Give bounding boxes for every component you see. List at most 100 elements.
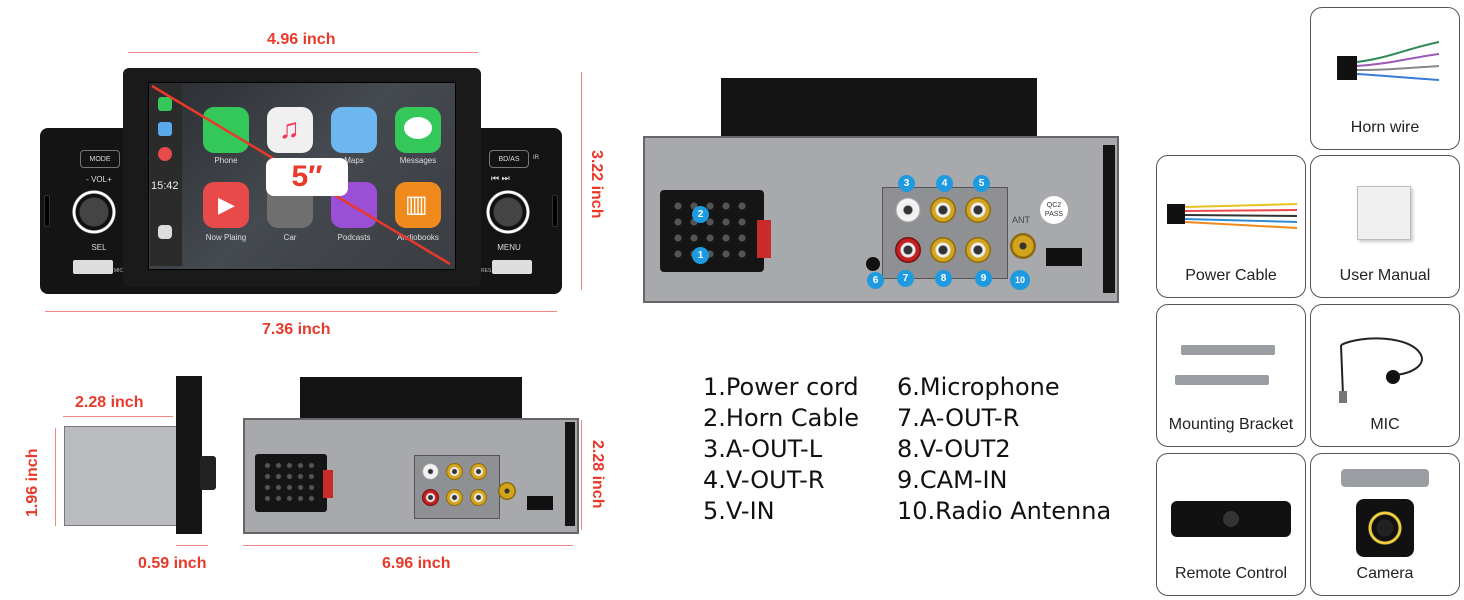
app-label-maps: Maps: [344, 156, 364, 165]
dim-unit-height: 3.22 inch: [588, 150, 605, 219]
dim-line-faceplate: [176, 545, 208, 546]
app-label-podcasts: Podcasts: [337, 233, 371, 242]
qc-pass-sticker: QC2 PASS: [1040, 196, 1068, 224]
callout-4: 4: [936, 175, 953, 192]
legend-item-4: 4.V-OUT-R: [703, 466, 825, 494]
menu-knob[interactable]: [486, 190, 530, 234]
callout-7: 7: [897, 270, 914, 287]
music-icon[interactable]: ♫: [267, 107, 313, 153]
dim-line-side-depth: [63, 416, 173, 417]
callout-5: 5: [973, 175, 990, 192]
rear-side-edge: [1103, 145, 1115, 293]
legend-item-7: 7.A-OUT-R: [897, 404, 1020, 432]
sel-label: SEL: [91, 243, 107, 252]
dim-rear-height: 2.28 inch: [589, 440, 606, 509]
dim-line-side-height: [55, 428, 56, 526]
dim-line-screen: [128, 52, 478, 53]
small-label-plate: [527, 496, 553, 510]
callout-9: 9: [975, 270, 992, 287]
remote-icon: [1171, 501, 1291, 537]
sidebar-music-icon[interactable]: [158, 147, 172, 161]
iso-pins: [670, 198, 754, 264]
dim-line-rear-width: [243, 545, 573, 546]
rca-v-in[interactable]: [965, 197, 991, 223]
user-manual-label: User Manual: [1339, 267, 1431, 284]
audiobooks-icon[interactable]: ▥: [395, 182, 441, 228]
rca-a-out-r[interactable]: [895, 237, 921, 263]
manual-icon: [1357, 186, 1411, 240]
rear-label-plate: [1046, 248, 1082, 266]
bracket-icon-2: [1175, 375, 1269, 385]
bd-as-label: BD/AS: [498, 155, 520, 163]
menu-label: MENU: [497, 243, 521, 252]
side-case: [64, 426, 178, 526]
legend-item-9: 9.CAM-IN: [897, 466, 1008, 494]
small-antenna-jack: [498, 482, 516, 500]
mic-label: MIC: [114, 268, 124, 274]
res-label: RES: [481, 268, 492, 274]
rca-a-out-l[interactable]: [895, 197, 921, 223]
small-rca-1: [422, 463, 439, 480]
legend-item-3: 3.A-OUT-L: [703, 435, 823, 463]
sidebar-phone-icon[interactable]: [158, 97, 172, 111]
accessory-mic: MIC: [1310, 304, 1460, 447]
accessory-remote-control: Remote Control: [1156, 453, 1306, 596]
microphone-icon: [1339, 337, 1423, 403]
usb-port-right[interactable]: [492, 260, 532, 274]
legend-item-1: 1.Power cord: [703, 373, 859, 401]
sidebar-maps-icon[interactable]: [158, 122, 172, 136]
mic-accessory-label: MIC: [1370, 416, 1400, 433]
ant-label: ANT: [1012, 215, 1030, 225]
home-button-icon[interactable]: [158, 225, 172, 239]
rca-v-out2[interactable]: [930, 237, 956, 263]
app-label-car: Car: [283, 233, 297, 242]
callout-6: 6: [867, 272, 884, 289]
play-icon[interactable]: ▶: [203, 182, 249, 228]
small-fuse: [323, 470, 333, 498]
prev-next-icon[interactable]: ⏮ ⏭: [491, 173, 510, 183]
accessory-horn-wire: Horn wire: [1310, 7, 1460, 150]
power-cable-label: Power Cable: [1185, 267, 1277, 284]
callout-10: 10: [1010, 270, 1030, 290]
legend-item-2: 2.Horn Cable: [703, 404, 860, 432]
small-iso-pins: [262, 460, 320, 506]
power-cable-icon: [1167, 203, 1298, 229]
rear-small-side-edge: [565, 422, 575, 526]
volume-knob[interactable]: [72, 190, 116, 234]
app-label-audiobooks: Andiobooks: [397, 233, 439, 242]
dim-line-rear-height: [581, 420, 582, 530]
mode-label: MODE: [89, 155, 111, 163]
legend-item-8: 8.V-OUT2: [897, 435, 1011, 463]
dim-rear-width: 6.96 inch: [382, 555, 451, 572]
app-label-messages: Messages: [399, 156, 437, 165]
clock: 15:42: [151, 180, 179, 192]
dim-side-depth: 2.28 inch: [75, 394, 144, 411]
side-slot-right: [552, 195, 558, 227]
camera-label: Camera: [1356, 565, 1414, 582]
app-label-now-playing: Now Plaing: [205, 233, 247, 242]
bd-as-button[interactable]: BD/AS: [489, 150, 529, 168]
callout-8: 8: [935, 270, 952, 287]
horn-wire-icon: [1337, 41, 1440, 81]
legend-item-10: 10.Radio Antenna: [897, 497, 1112, 525]
bracket-icon-1: [1181, 345, 1275, 355]
remote-control-label: Remote Control: [1174, 565, 1288, 582]
legend-left-column: 1.Power cord 2.Horn Cable 3.A-OUT-L 4.V-…: [703, 372, 859, 527]
mic-jack[interactable]: [866, 257, 880, 271]
dim-side-height: 1.96 inch: [24, 448, 41, 517]
small-rca-6: [470, 489, 487, 506]
mode-button[interactable]: MODE: [80, 150, 120, 168]
rca-v-out-r[interactable]: [930, 197, 956, 223]
legend-item-5: 5.V-IN: [703, 497, 775, 525]
rca-cam-in[interactable]: [965, 237, 991, 263]
accessory-mounting-bracket: Mounting Bracket: [1156, 304, 1306, 447]
usb-port-left[interactable]: [73, 260, 113, 274]
legend-right-column: 6.Microphone 7.A-OUT-R 8.V-OUT2 9.CAM-IN…: [897, 372, 1111, 527]
dim-faceplate-depth: 0.59 inch: [138, 555, 207, 572]
camera-mount-icon: [1341, 469, 1429, 487]
side-knob: [200, 456, 216, 490]
antenna-jack[interactable]: [1010, 233, 1036, 259]
messages-icon[interactable]: [395, 107, 441, 153]
callout-1: 1: [692, 247, 709, 264]
maps-icon[interactable]: [331, 107, 377, 153]
